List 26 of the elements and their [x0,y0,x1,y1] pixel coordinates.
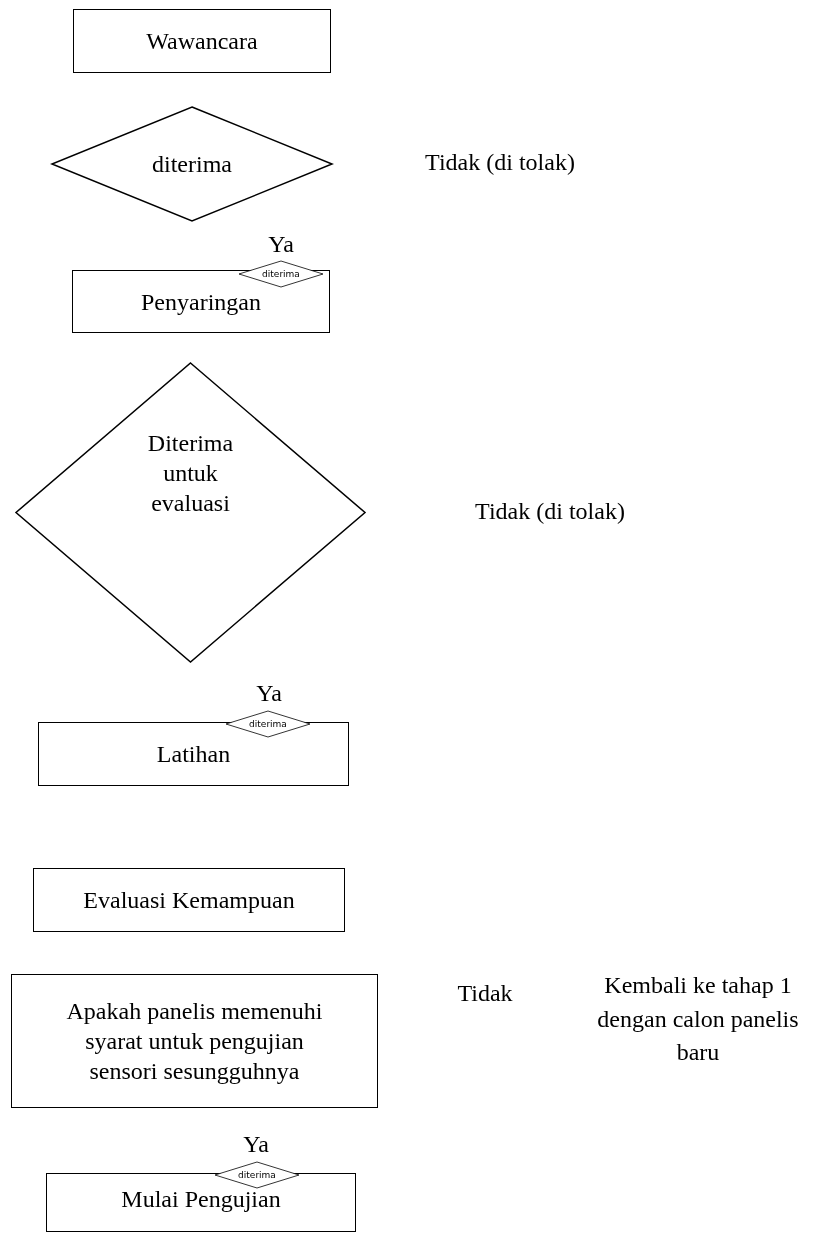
branch-label: Tidak (di tolak) [424,148,576,177]
branch-label: Ya [267,230,295,259]
decision-diamond [239,261,323,287]
box-label: Penyaringan [141,287,261,317]
process-box [73,9,331,73]
box-label: Apakah panelis memenuhi syarat untuk pengujian sensori sesungguhnya [65,997,324,1086]
branch-label: Tidak (di tolak) [474,497,626,526]
branch-label: Ya [255,679,283,708]
decision-diamond [16,363,365,662]
decision-label: diterima [152,150,232,179]
branch-label: Ya [242,1130,270,1159]
decision-diamond [215,1162,299,1188]
branch-label: Kembali ke tahap 1 dengan calon panelis baru [596,971,800,1068]
decision-diamond [226,711,310,737]
process-box [33,868,345,932]
process-box [11,974,378,1108]
decision-label: diterima [238,1170,276,1180]
box-label: Wawancara [146,27,258,56]
box-label: Mulai Pengujian [121,1184,281,1214]
box-label: Evaluasi Kemampuan [83,886,295,915]
decision-label: diterima [262,269,300,279]
branch-label: Tidak [456,979,514,1008]
box-label: Latihan [156,740,231,769]
decision-label: diterima [249,719,287,729]
decision-label: Diterima untuk evaluasi [146,428,235,518]
decision-diamond [52,107,332,221]
